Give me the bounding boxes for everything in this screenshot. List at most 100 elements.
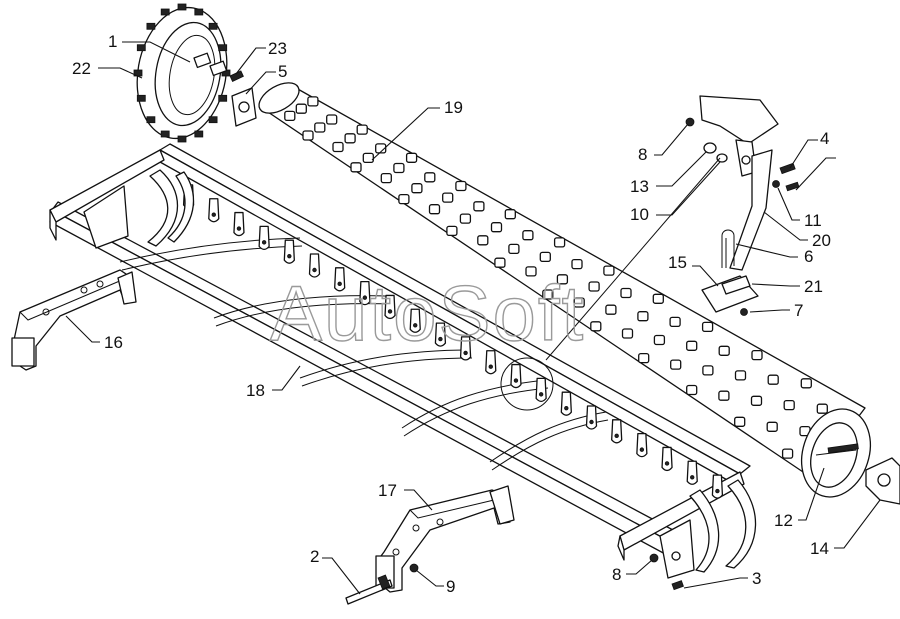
frame-lug-hole: [664, 461, 670, 466]
callout-22: 22: [72, 59, 143, 79]
svg-text:8: 8: [612, 565, 621, 584]
roller-stud: [539, 251, 551, 263]
frame-lug: [535, 377, 547, 403]
roller-stud: [701, 321, 714, 333]
frame-lug: [334, 267, 346, 292]
mounting-plate-left: [11, 269, 137, 371]
callout-5: 5: [245, 62, 287, 95]
frame-lug-hole: [362, 295, 368, 300]
roller-stud: [620, 287, 632, 299]
roller-stud: [734, 370, 747, 381]
svg-text:11: 11: [804, 211, 822, 230]
star-wheel: [133, 3, 231, 143]
frame-lug: [359, 280, 371, 306]
roller-stud: [718, 390, 730, 401]
frame-lug-hole: [337, 281, 342, 287]
roller-stud: [556, 274, 569, 285]
frame-lug: [711, 474, 724, 499]
roller-stud: [734, 416, 746, 427]
wheel-tooth: [160, 8, 170, 16]
frame-lug-hole: [639, 447, 645, 452]
frame-lug-hole: [715, 488, 720, 494]
assembly-line: [545, 157, 721, 361]
mounting-plate-right: [375, 485, 515, 593]
callout-12: 12: [774, 467, 825, 530]
callout-18: 18: [246, 365, 301, 400]
callout-16: 16: [65, 315, 123, 352]
frame-lug-hole: [589, 419, 594, 425]
roller-stud: [638, 352, 650, 364]
roller-stud: [783, 399, 795, 411]
frame-lug-hole: [387, 309, 393, 314]
callout-20: 20: [763, 211, 831, 250]
roller-stud: [375, 143, 387, 154]
roller-stud: [473, 201, 485, 212]
roller-stud: [670, 359, 682, 370]
svg-text:10: 10: [630, 205, 649, 224]
main-frame: [49, 143, 757, 579]
frame-lug: [560, 391, 572, 416]
roller-stud: [446, 225, 458, 237]
frame-lug: [409, 308, 421, 333]
watermark: AutoSoft: [270, 269, 585, 357]
frame-lug: [233, 211, 245, 237]
callout-21: 21: [751, 277, 823, 296]
roller-stud: [295, 103, 307, 114]
roller-stud: [284, 110, 296, 122]
roller-stud: [344, 133, 356, 144]
frame-lug-hole: [287, 253, 292, 259]
roller-stud: [669, 316, 681, 328]
roller-stud: [603, 265, 615, 276]
roller-stud: [781, 448, 794, 459]
roller-stud: [588, 281, 600, 292]
frame-lug-hole: [614, 433, 619, 439]
frame-lug-hole: [438, 336, 443, 342]
frame-lug: [258, 225, 270, 251]
bearing-housing: [865, 457, 900, 505]
callout-23: 23: [235, 39, 287, 75]
roller-stud: [571, 258, 583, 270]
scraper-plate: [701, 275, 759, 316]
roller-stud: [621, 328, 634, 339]
wheel-tooth: [136, 94, 146, 102]
bolt-2: [345, 574, 393, 605]
callout-11: 11: [777, 157, 836, 230]
callout-19: 19: [371, 98, 463, 161]
svg-text:8: 8: [638, 145, 647, 164]
frame-lug-hole: [413, 323, 418, 328]
callout-3: 3: [683, 569, 761, 589]
roller-stud: [459, 213, 472, 224]
svg-text:6: 6: [804, 247, 813, 266]
roller-stud: [307, 96, 319, 107]
roller-stud: [398, 193, 410, 205]
svg-text:21: 21: [804, 277, 823, 296]
wheel-tooth: [160, 130, 170, 138]
roller-stud: [362, 152, 374, 164]
svg-text:7: 7: [794, 301, 803, 320]
roller-stud: [590, 321, 602, 332]
frame-lug-hole: [538, 392, 544, 397]
frame-lug-hole: [513, 378, 519, 383]
frame-lug-hole: [564, 405, 569, 411]
callout-8-top: 8: [638, 123, 689, 164]
frame-lug: [611, 419, 623, 444]
wheel-tooth: [208, 116, 218, 124]
roller-stud: [490, 222, 503, 233]
roller-stud: [411, 183, 423, 194]
svg-text:20: 20: [812, 231, 831, 250]
roller-stud: [477, 235, 489, 246]
u-bolt: [721, 229, 735, 268]
washer-10: [716, 153, 728, 163]
roller-stud: [653, 334, 666, 346]
roller-stud: [380, 172, 392, 184]
roller-stud: [350, 162, 362, 173]
svg-text:5: 5: [278, 62, 287, 81]
roller-stud: [702, 365, 714, 376]
roller-drum: [258, 82, 866, 479]
roller-stud: [542, 289, 554, 300]
frame-lug: [459, 336, 472, 361]
frame-lug-hole: [463, 350, 468, 356]
roller-stud: [508, 243, 520, 255]
callout-10: 10: [630, 161, 721, 224]
